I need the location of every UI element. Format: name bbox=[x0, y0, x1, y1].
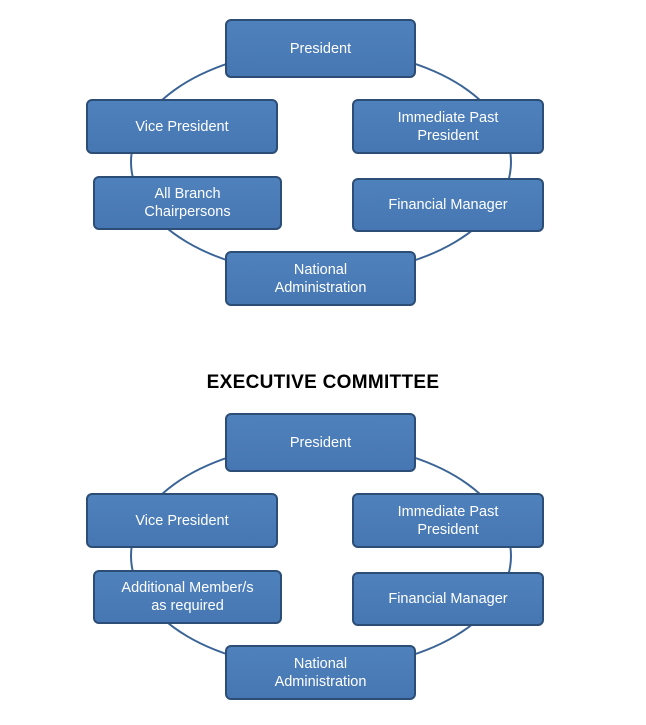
node-president: President bbox=[225, 19, 416, 78]
node-president: President bbox=[225, 413, 416, 472]
node-immediate-past-president: Immediate Past President bbox=[352, 99, 544, 154]
node-additional-members: Additional Member/s as required bbox=[93, 570, 282, 624]
node-financial-manager: Financial Manager bbox=[352, 572, 544, 626]
node-immediate-past-president: Immediate Past President bbox=[352, 493, 544, 548]
node-national-administration: National Administration bbox=[225, 251, 416, 306]
cycle-ring-bottom bbox=[130, 442, 512, 670]
node-vice-president: Vice President bbox=[86, 99, 278, 154]
node-all-branch-chairpersons: All Branch Chairpersons bbox=[93, 176, 282, 230]
cycle-ring-top bbox=[130, 48, 512, 276]
node-national-administration: National Administration bbox=[225, 645, 416, 700]
executive-committee-title: EXECUTIVE COMMITTEE bbox=[206, 372, 440, 393]
node-vice-president: Vice President bbox=[86, 493, 278, 548]
node-financial-manager: Financial Manager bbox=[352, 178, 544, 232]
